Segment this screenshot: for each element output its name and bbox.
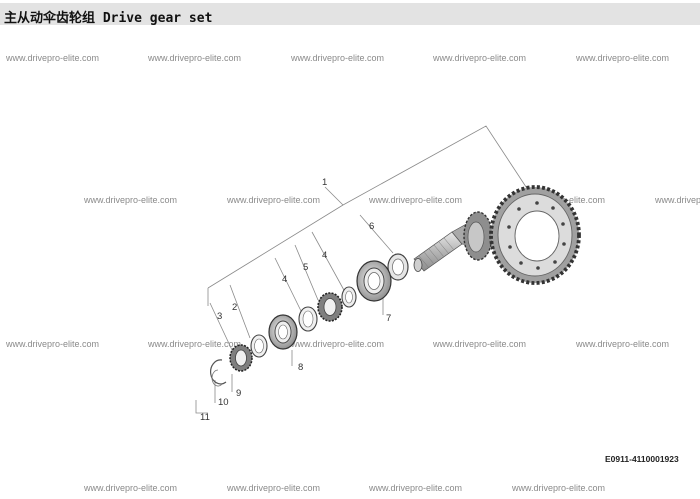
watermark-text: www.drivepro-elite.com bbox=[290, 339, 384, 349]
page-title: 主从动伞齿轮组 Drive gear set bbox=[4, 11, 213, 26]
callout-number: 4 bbox=[282, 274, 287, 285]
callouts: 1 2 3 4 4 5 6 7 8 9 10 11 bbox=[200, 177, 391, 423]
watermark-text: www.drivepro-elite.com bbox=[575, 53, 669, 63]
leader-lines bbox=[195, 125, 533, 414]
callout-number: 10 bbox=[218, 397, 229, 408]
watermark-text: www.drivepro-elite.com bbox=[226, 483, 320, 493]
watermark-text: www.drivepro-elite.com bbox=[83, 483, 177, 493]
callout-number: 1 bbox=[322, 177, 327, 188]
callout-number: 8 bbox=[298, 362, 303, 373]
watermark-text: www.drivepro-elite.com bbox=[511, 483, 605, 493]
washer-part bbox=[250, 334, 268, 358]
watermark-text: www.drivepro-elite.com bbox=[432, 53, 526, 63]
callout-number: 5 bbox=[303, 262, 308, 273]
callout-number: 2 bbox=[232, 302, 237, 313]
watermark-text: www.drivepro-elite.com bbox=[368, 195, 462, 205]
watermark-layer: www.drivepro-elite.com www.drivepro-elit… bbox=[5, 53, 700, 493]
watermark-text: www.drivepro-elite.com bbox=[575, 339, 669, 349]
bearing-cone bbox=[317, 292, 343, 322]
watermark-text: www.drivepro-elite.com bbox=[654, 195, 700, 205]
watermark-text: www.drivepro-elite.com bbox=[5, 339, 99, 349]
watermark-text: www.drivepro-elite.com bbox=[368, 483, 462, 493]
callout-number: 11 bbox=[200, 412, 210, 423]
callout-number: 6 bbox=[369, 221, 374, 232]
watermark-text: www.drivepro-elite.com bbox=[147, 53, 241, 63]
watermark-text: www.drivepro-elite.com bbox=[83, 195, 177, 205]
title-bar: 主从动伞齿轮组 Drive gear set bbox=[0, 3, 700, 26]
nut-part bbox=[210, 359, 227, 387]
callout-number: 4 bbox=[322, 250, 327, 261]
watermark-text: www.drivepro-elite.com bbox=[147, 339, 241, 349]
part-code: E0911-4110001923 bbox=[605, 454, 679, 464]
bearing-part bbox=[356, 260, 392, 302]
ring-gear bbox=[489, 185, 581, 285]
pinion-gear bbox=[463, 211, 493, 261]
callout-number: 3 bbox=[217, 311, 222, 322]
washer-part bbox=[387, 253, 409, 281]
callout-number: 9 bbox=[236, 388, 241, 399]
watermark-text: www.drivepro-elite.com bbox=[226, 195, 320, 205]
callout-number: 7 bbox=[386, 313, 391, 324]
watermark-text: www.drivepro-elite.com bbox=[5, 53, 99, 63]
shim-ring bbox=[298, 306, 318, 332]
bearing-part bbox=[268, 314, 298, 350]
bearing-cone bbox=[229, 344, 253, 372]
watermark-text: www.drivepro-elite.com bbox=[432, 339, 526, 349]
spacer-ring bbox=[341, 286, 357, 308]
watermark-text: www.drivepro-elite.com bbox=[290, 53, 384, 63]
